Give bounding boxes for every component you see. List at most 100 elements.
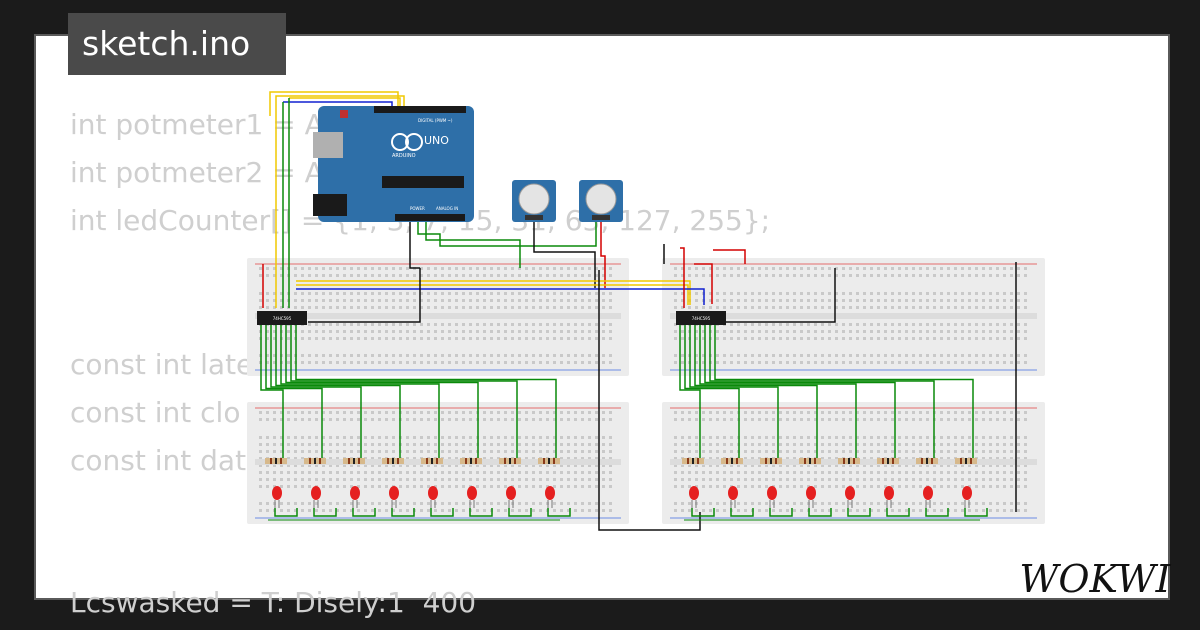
breadboard-hole [539,411,542,414]
wire [730,508,754,517]
breadboard-hole [695,361,698,364]
breadboard-hole [828,502,831,505]
resistor-band [882,458,884,464]
breadboard-hole [730,411,733,414]
breadboard-hole [968,337,971,340]
breadboard-hole [898,443,901,446]
breadboard-hole [1010,299,1013,302]
breadboard-hole [392,471,395,474]
breadboard-hole [1003,509,1006,512]
breadboard-hole [490,457,493,460]
breadboard-hole [427,330,430,333]
breadboard-hole [716,502,719,505]
breadboard-hole [273,299,276,302]
breadboard-hole [905,509,908,512]
breadboard-hole [497,436,500,439]
breadboard-hole [758,330,761,333]
power-label-text: POWER [410,206,425,211]
breadboard-hole [385,306,388,309]
breadboard-hole [751,267,754,270]
breadboard-hole [954,292,957,295]
breadboard-hole [849,478,852,481]
breadboard-hole [406,450,409,453]
breadboard-hole [1017,267,1020,270]
breadboard-hole [448,323,451,326]
breadboard-hole [490,361,493,364]
breadboard-hole [898,418,901,421]
breadboard-hole [1024,502,1027,505]
breadboard-hole [870,464,873,467]
breadboard-hole [863,485,866,488]
breadboard-hole [716,450,719,453]
breadboard-hole [287,450,290,453]
breadboard-hole [681,485,684,488]
breadboard-hole [420,502,423,505]
breadboard-hole [553,509,556,512]
breadboard-hole [525,306,528,309]
resistor-band [970,458,972,464]
breadboard-hole [476,502,479,505]
breadboard-hole [982,361,985,364]
wire [769,508,793,517]
breadboard-hole [553,299,556,302]
breadboard-hole [751,418,754,421]
breadboard-hole [989,267,992,270]
breadboard-hole [588,450,591,453]
breadboard-hole [350,464,353,467]
breadboard-hole [413,306,416,309]
breadboard-hole [364,457,367,460]
breadboard-hole [609,292,612,295]
breadboard-hole [835,485,838,488]
breadboard-hole [322,478,325,481]
breadboard-hole [723,502,726,505]
breadboard-hole [821,457,824,460]
breadboard-hole [371,274,374,277]
breadboard-hole [357,299,360,302]
breadboard-hole [504,354,507,357]
breadboard-hole [371,299,374,302]
breadboard-hole [919,485,922,488]
breadboard-hole [968,361,971,364]
breadboard-hole [695,354,698,357]
breadboard-hole [448,478,451,481]
breadboard-hole [497,323,500,326]
breadboard-hole [315,292,318,295]
breadboard-hole [744,299,747,302]
breadboard-hole [525,502,528,505]
breadboard-hole [329,464,332,467]
breadboard-hole [336,418,339,421]
breadboard-hole [385,485,388,488]
breadboard-hole [786,443,789,446]
breadboard-hole [357,292,360,295]
breadboard-hole [793,436,796,439]
arduino-board [318,106,474,222]
breadboard-hole [744,274,747,277]
breadboard-hole [975,274,978,277]
breadboard-hole [1003,306,1006,309]
breadboard-hole [525,478,528,481]
breadboard-hole [329,337,332,340]
wire [275,325,401,458]
breadboard-hole [772,464,775,467]
breadboard-hole [364,450,367,453]
breadboard-hole [877,464,880,467]
wire [533,222,596,288]
breadboard-hole [1003,323,1006,326]
breadboard-hole [772,443,775,446]
breadboard-hole [385,361,388,364]
breadboard-hole [420,411,423,414]
breadboard-hole [933,330,936,333]
breadboard-hole [891,436,894,439]
breadboard-hole [912,274,915,277]
breadboard-hole [870,267,873,270]
breadboard-hole [982,436,985,439]
breadboard-hole [1010,274,1013,277]
breadboard-hole [413,323,416,326]
breadboard-hole [870,502,873,505]
breadboard-hole [919,323,922,326]
shift-register-chip [257,311,307,325]
breadboard-hole [602,443,605,446]
breadboard-hole [273,267,276,270]
breadboard-hole [1017,464,1020,467]
breadboard-hole [595,306,598,309]
